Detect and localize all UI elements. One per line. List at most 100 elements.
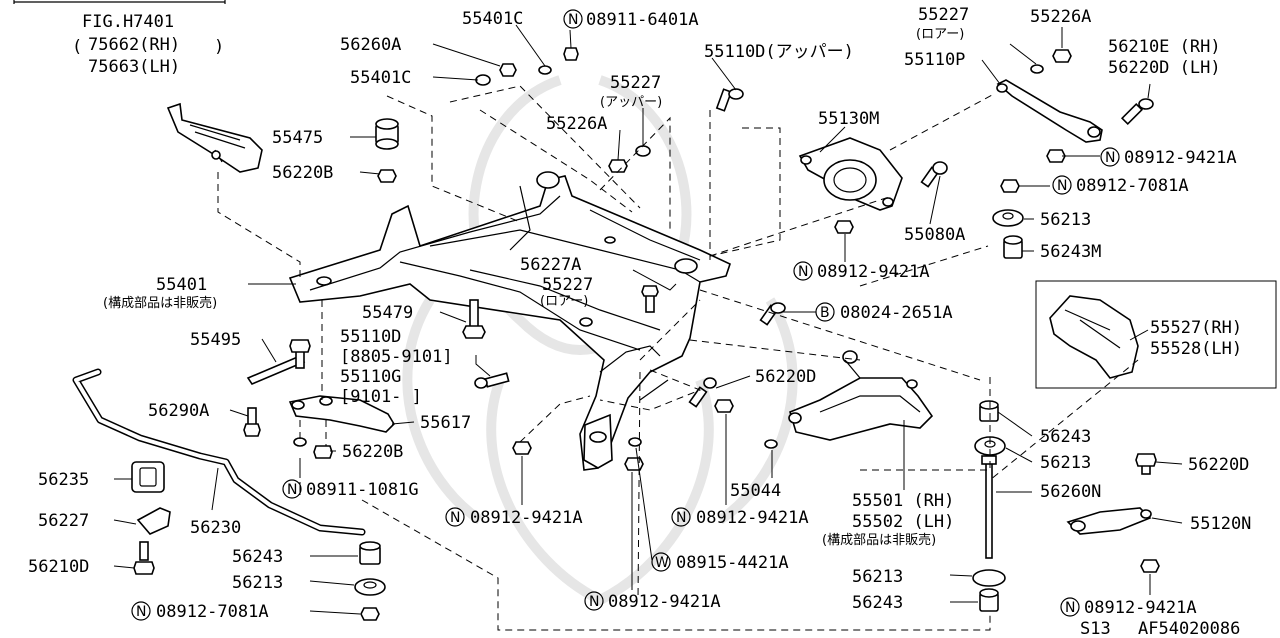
label-55110G-date: [9101- ]: [340, 387, 422, 407]
label-55401C: 55401C: [350, 68, 411, 88]
n-circle-icon: N: [131, 601, 151, 621]
label-08912-9421A-b: 08912-9421A: [696, 508, 809, 528]
svg-text:N: N: [1105, 150, 1115, 166]
watermark-emblem: [402, 75, 798, 606]
label-55401C-top: 55401C: [462, 9, 523, 29]
n-circle-icon: N: [1052, 175, 1072, 195]
label-55130M: 55130M: [818, 109, 879, 129]
label-08912-9421A-r1: 08912-9421A: [1124, 148, 1237, 168]
label-56210D: 56210D: [28, 557, 89, 577]
label-55110P: 55110P: [904, 50, 965, 70]
svg-text:B: B: [820, 305, 830, 321]
svg-text:N: N: [676, 510, 686, 526]
label-56220D-lh: 56220D (LH): [1108, 58, 1221, 78]
label-55110G: 55110G: [340, 367, 401, 387]
fig-paren-open: (: [72, 37, 82, 57]
svg-text:N: N: [136, 604, 146, 620]
label-56230: 56230: [190, 518, 241, 538]
label-55227-lower-top: 55227: [918, 5, 969, 25]
link-55110P: [996, 79, 1103, 143]
n-circle-icon: N: [563, 9, 583, 29]
label-55110D-date: [8805-9101]: [340, 347, 453, 367]
bolt-56260N: [981, 455, 997, 559]
label-56213-r: 56213: [1040, 210, 1091, 230]
label-55401-note: (構成部品は非販売): [103, 295, 217, 311]
label-56235: 56235: [38, 470, 89, 490]
label-56227A: 56227A: [520, 255, 581, 275]
w-circle-icon: W: [651, 552, 671, 572]
label-56213-b: 56213: [852, 567, 903, 587]
label-55120N: 55120N: [1190, 514, 1251, 534]
label-55475: 55475: [272, 128, 323, 148]
label-55226A-top: 55226A: [1030, 7, 1091, 27]
label-75662: 75662(RH): [88, 35, 180, 55]
label-55110D: 55110D: [340, 327, 401, 347]
label-55502: 55502 (LH): [852, 512, 954, 532]
label-56213-r2: 56213: [1040, 453, 1091, 473]
guide-lines: [217, 85, 1139, 631]
label-55495: 55495: [190, 330, 241, 350]
label-56243M: 56243M: [1040, 242, 1101, 262]
n-circle-icon: N: [282, 479, 302, 499]
bushing-56235: [131, 461, 165, 493]
stabilizer-bar-56230: [72, 368, 366, 536]
crossmember-55401: [288, 171, 731, 471]
label-fig-ref: FIG.H7401: [82, 12, 174, 32]
label-08024-2651A: 08024-2651A: [840, 303, 953, 323]
label-55227-upper-note: (アッパー): [600, 95, 662, 110]
label-08911-6401A: 08911-6401A: [586, 10, 699, 30]
label-56220B: 56220B: [342, 442, 403, 462]
label-55227-upper: 55227: [610, 73, 661, 93]
label-55401: 55401: [156, 275, 207, 295]
svg-text:N: N: [287, 482, 297, 498]
label-56220D-r: 56220D: [1188, 455, 1249, 475]
svg-text:N: N: [798, 264, 808, 280]
label-55227-lower-note: (ロアー): [540, 294, 588, 309]
label-08912-7081A-r: 08912-7081A: [1076, 176, 1189, 196]
footer-model: S13: [1080, 619, 1111, 638]
label-55617: 55617: [420, 413, 471, 433]
label-56260N: 56260N: [1040, 482, 1101, 502]
svg-text:N: N: [1065, 600, 1075, 616]
fig-paren-close: ): [214, 37, 224, 57]
label-55080A: 55080A: [904, 225, 965, 245]
header-bracket: [13, 0, 226, 4]
mount-55475: [375, 118, 399, 150]
svg-text:W: W: [655, 555, 669, 571]
label-08912-9421A-a: 08912-9421A: [470, 508, 583, 528]
n-circle-icon: N: [1100, 147, 1120, 167]
plate-55617: [288, 395, 396, 433]
svg-text:N: N: [589, 594, 599, 610]
svg-text:N: N: [450, 510, 460, 526]
label-55527: 55527(RH): [1150, 318, 1242, 338]
label-55528: 55528(LH): [1150, 339, 1242, 359]
label-55501: 55501 (RH): [852, 491, 954, 511]
label-55227-lower-top-note: (ロアー): [916, 27, 964, 42]
n-circle-icon: N: [584, 591, 604, 611]
upper-arm-55130M: [798, 137, 903, 211]
n-circle-icon: N: [1060, 597, 1080, 617]
label-75663: 75663(LH): [88, 57, 180, 77]
label-5550x-note: (構成部品は非販売): [822, 532, 936, 548]
label-55226A-mid: 55226A: [546, 114, 607, 134]
label-08912-9421A-mid: 08912-9421A: [817, 262, 930, 282]
label-56290A: 56290A: [148, 401, 209, 421]
label-56227: 56227: [38, 511, 89, 531]
leader-lines: [113, 24, 1183, 615]
label-55110D-upper: 55110D(アッパー): [704, 42, 854, 62]
b-circle-icon: B: [815, 302, 835, 322]
svg-text:N: N: [1057, 178, 1067, 194]
bushings: [354, 209, 1024, 612]
svg-text:N: N: [568, 12, 578, 28]
lower-arm-55501: [788, 350, 934, 441]
label-56243-l: 56243: [232, 547, 283, 567]
footer-code: AF54020086: [1138, 619, 1240, 638]
label-08912-9421A-c: 08912-9421A: [608, 592, 721, 612]
label-08915-4421A: 08915-4421A: [676, 553, 789, 573]
stabilizer-link-55120N: [1066, 507, 1152, 535]
inset-box: [1035, 280, 1277, 389]
label-08912-7081A-l: 08912-7081A: [156, 602, 269, 622]
label-56213-l: 56213: [232, 573, 283, 593]
n-circle-icon: N: [671, 507, 691, 527]
